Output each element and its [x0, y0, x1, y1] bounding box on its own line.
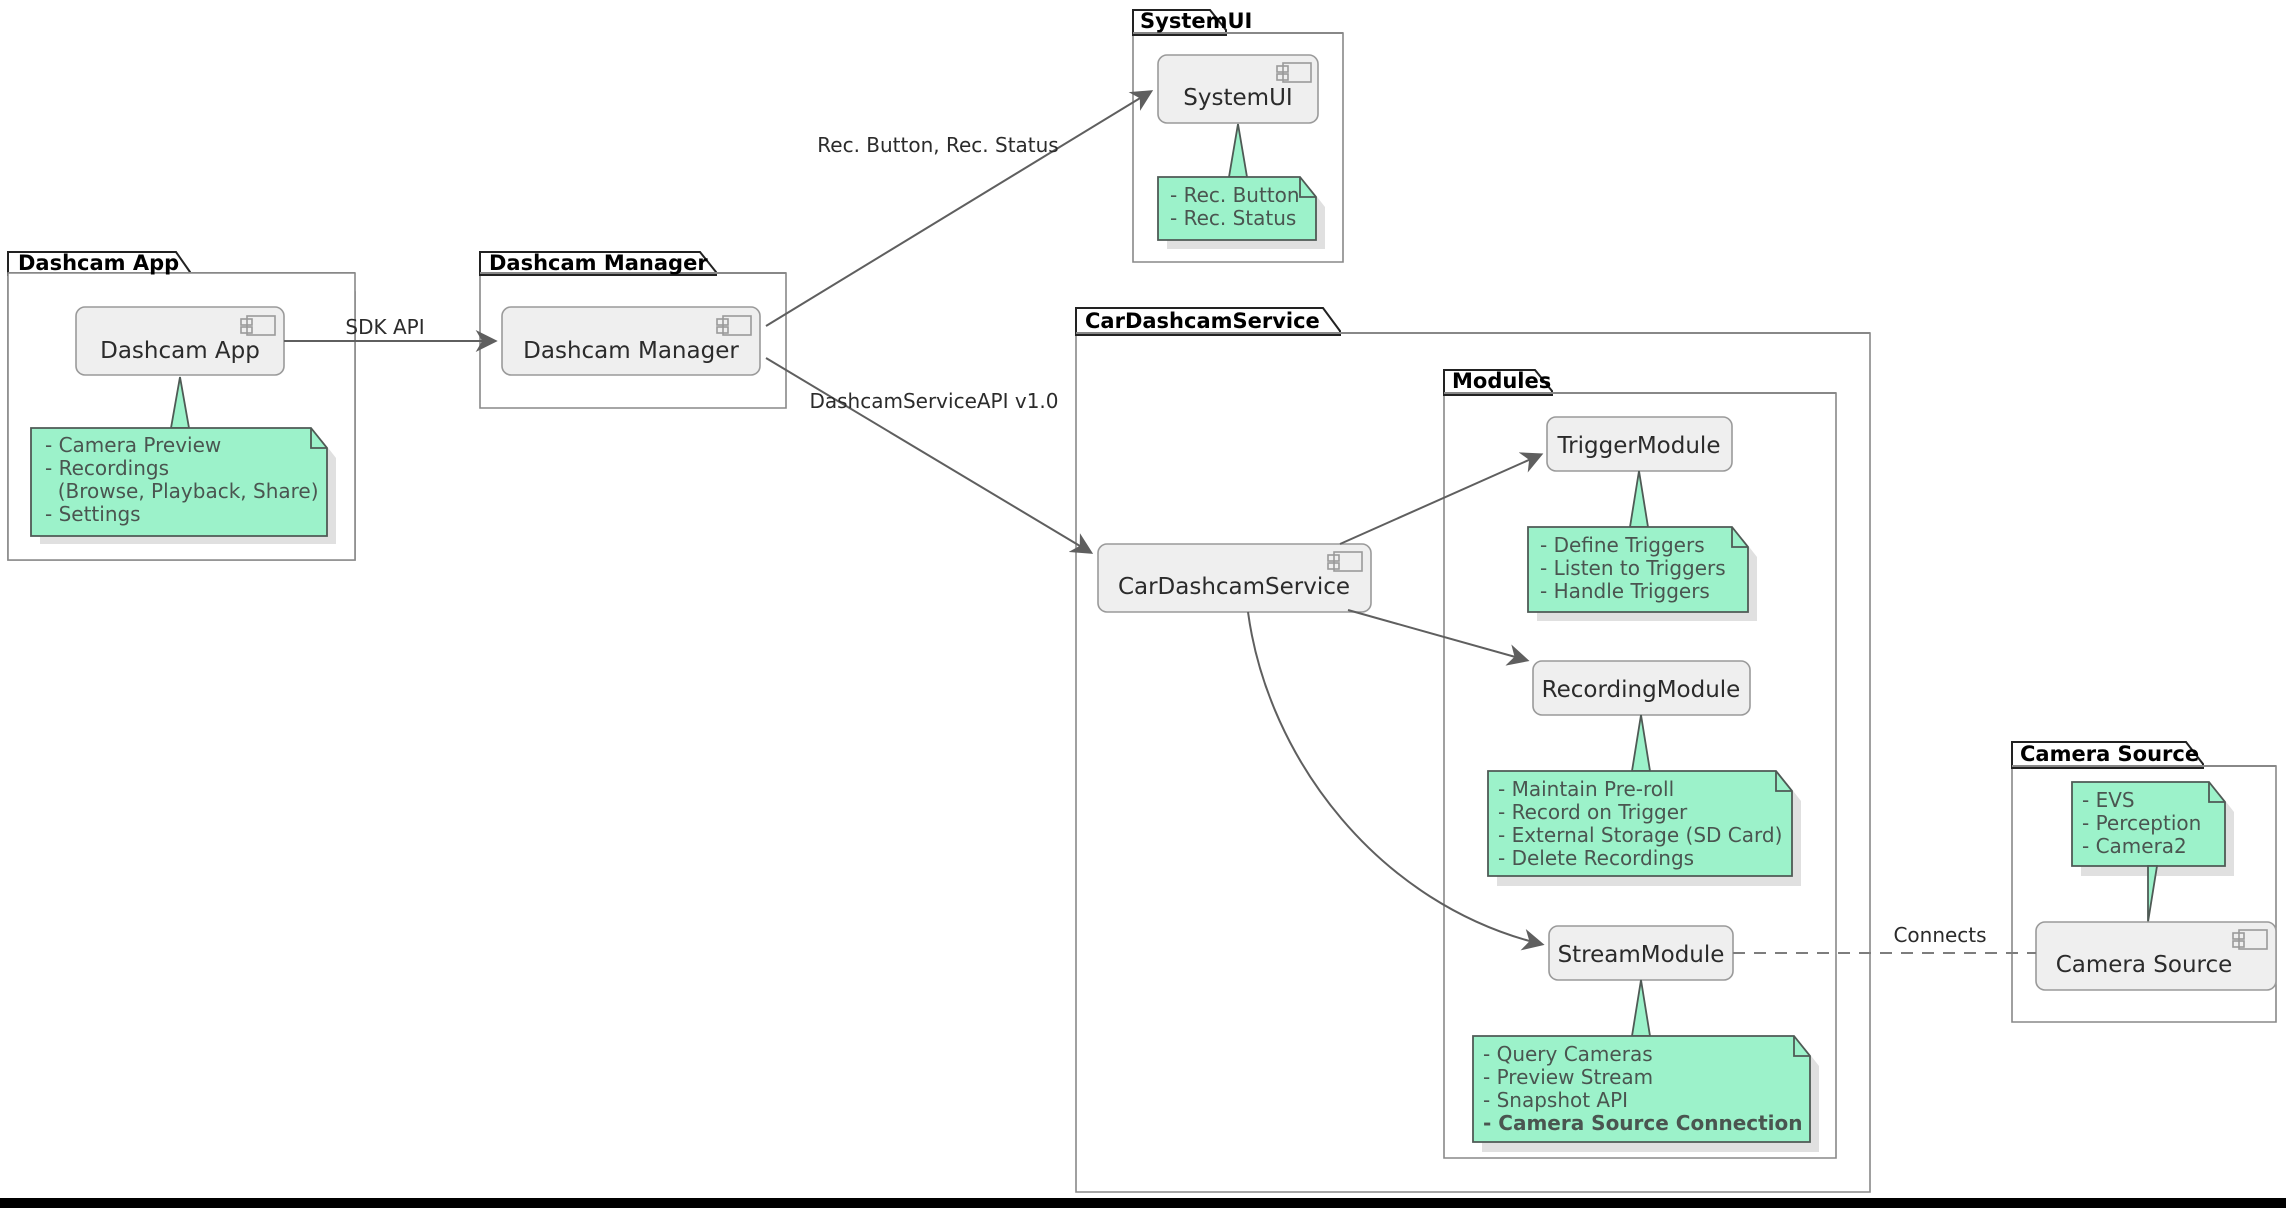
- note-camera-source: - EVS - Perception - Camera2: [2071, 781, 2234, 876]
- note-line: - Camera Source Connection: [1483, 1111, 1803, 1135]
- note-line: - Snapshot API: [1483, 1088, 1628, 1112]
- package-label-modules: Modules: [1452, 369, 1551, 393]
- edge-sdk-api: SDK API: [284, 315, 498, 352]
- component-label-camera-source: Camera Source: [2056, 952, 2233, 978]
- component-camera-source[interactable]: Camera Source: [2035, 921, 2277, 991]
- uml-component-icon: [1327, 551, 1363, 572]
- note-dashcam-app: - Camera Preview - Recordings (Browse, P…: [30, 427, 336, 544]
- edge-rec-button-status: Rec. Button, Rec. Status: [765, 90, 1154, 327]
- edge-label-rec-button-status: Rec. Button, Rec. Status: [817, 133, 1058, 157]
- note-line: - Rec. Status: [1170, 206, 1296, 230]
- note-line: - EVS: [2082, 788, 2135, 812]
- note-recordingmodule: - Maintain Pre-roll - Record on Trigger …: [1487, 770, 1801, 886]
- component-triggermodule[interactable]: TriggerModule: [1546, 416, 1733, 472]
- note-triggermodule: - Define Triggers - Listen to Triggers -…: [1527, 526, 1757, 621]
- edge-to-triggermodule: [1339, 452, 1544, 545]
- uml-component-icon: [240, 315, 276, 336]
- component-recordingmodule[interactable]: RecordingModule: [1532, 660, 1751, 716]
- package-label-dashcam-manager: Dashcam Manager: [489, 251, 708, 275]
- note-line: - Rec. Button: [1170, 183, 1300, 207]
- component-label-cardashcamservice: CarDashcamService: [1118, 574, 1350, 600]
- uml-component-icon: [1276, 62, 1312, 83]
- component-dashcam-manager[interactable]: Dashcam Manager: [501, 306, 761, 376]
- bottom-black-bar: [0, 1198, 2286, 1208]
- component-dashcam-app[interactable]: Dashcam App: [75, 306, 285, 376]
- note-line: - Handle Triggers: [1540, 579, 1710, 603]
- component-systemui[interactable]: SystemUI: [1157, 54, 1319, 124]
- edge-connects: Connects: [1733, 923, 2036, 954]
- uml-component-icon: [2232, 929, 2268, 950]
- edge-to-streammodule: [1247, 611, 1545, 951]
- note-line: - Settings: [45, 502, 141, 526]
- note-line: - Define Triggers: [1540, 533, 1705, 557]
- note-line: - Camera Preview: [45, 433, 221, 457]
- package-label-dashcam-app: Dashcam App: [18, 251, 179, 275]
- edge-dashcamserviceapi: DashcamServiceAPI v1.0: [765, 357, 1094, 554]
- note-streammodule: - Query Cameras - Preview Stream - Snaps…: [1472, 1035, 1819, 1152]
- uml-component-icon: [716, 315, 752, 336]
- component-label-dashcam-app: Dashcam App: [100, 338, 260, 364]
- package-label-systemui: SystemUI: [1140, 9, 1252, 33]
- note-line: - Camera2: [2082, 834, 2187, 858]
- note-line: - Perception: [2082, 811, 2201, 835]
- note-line: (Browse, Playback, Share): [45, 479, 319, 503]
- edge-to-recordingmodule: [1347, 609, 1530, 666]
- component-label-dashcam-manager: Dashcam Manager: [523, 338, 739, 364]
- note-line: - Query Cameras: [1483, 1042, 1653, 1066]
- note-line: - Preview Stream: [1483, 1065, 1653, 1089]
- edge-label-sdk-api: SDK API: [345, 315, 424, 339]
- note-line: - Delete Recordings: [1498, 846, 1694, 870]
- note-line: - External Storage (SD Card): [1498, 823, 1782, 847]
- component-label-streammodule: StreamModule: [1558, 942, 1725, 968]
- note-line: - Maintain Pre-roll: [1498, 777, 1674, 801]
- package-label-cardashcamservice: CarDashcamService: [1085, 309, 1320, 333]
- component-label-systemui: SystemUI: [1183, 85, 1292, 111]
- component-streammodule[interactable]: StreamModule: [1548, 925, 1734, 981]
- package-label-camera-source: Camera Source: [2020, 742, 2199, 766]
- component-cardashcamservice[interactable]: CarDashcamService: [1097, 543, 1372, 613]
- note-systemui: - Rec. Button - Rec. Status: [1157, 176, 1325, 249]
- component-label-triggermodule: TriggerModule: [1557, 433, 1721, 459]
- note-line: - Listen to Triggers: [1540, 556, 1726, 580]
- edge-label-dashcamserviceapi: DashcamServiceAPI v1.0: [809, 389, 1058, 413]
- edge-label-connects: Connects: [1893, 923, 1986, 947]
- note-anchor-camera-source: [2147, 865, 2159, 923]
- component-label-recordingmodule: RecordingModule: [1542, 677, 1741, 703]
- note-line: - Recordings: [45, 456, 169, 480]
- note-line: - Record on Trigger: [1498, 800, 1688, 824]
